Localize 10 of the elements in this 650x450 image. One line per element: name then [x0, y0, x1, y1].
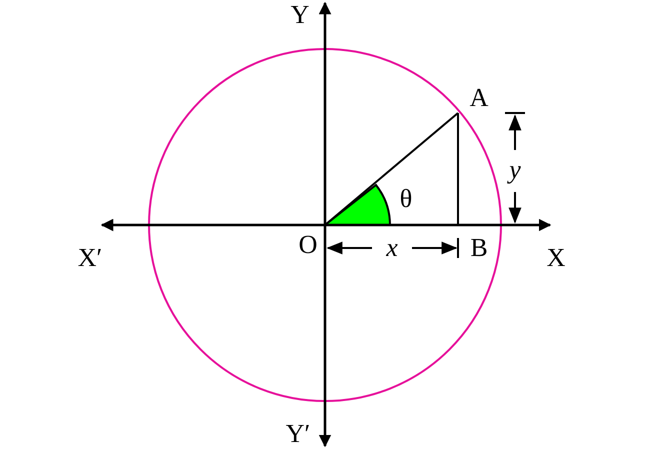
angle-label: θ [400, 186, 412, 212]
dimension-label: x [386, 235, 398, 261]
axis-label: Y [290, 2, 310, 28]
point-label: O [298, 232, 318, 258]
axis-label: Y′ [286, 421, 310, 447]
axis-label: X [546, 245, 566, 271]
axis-label: X′ [78, 245, 102, 271]
point-label: A [470, 85, 488, 111]
point-label: B [470, 235, 488, 261]
dimension-label: y [509, 157, 521, 183]
